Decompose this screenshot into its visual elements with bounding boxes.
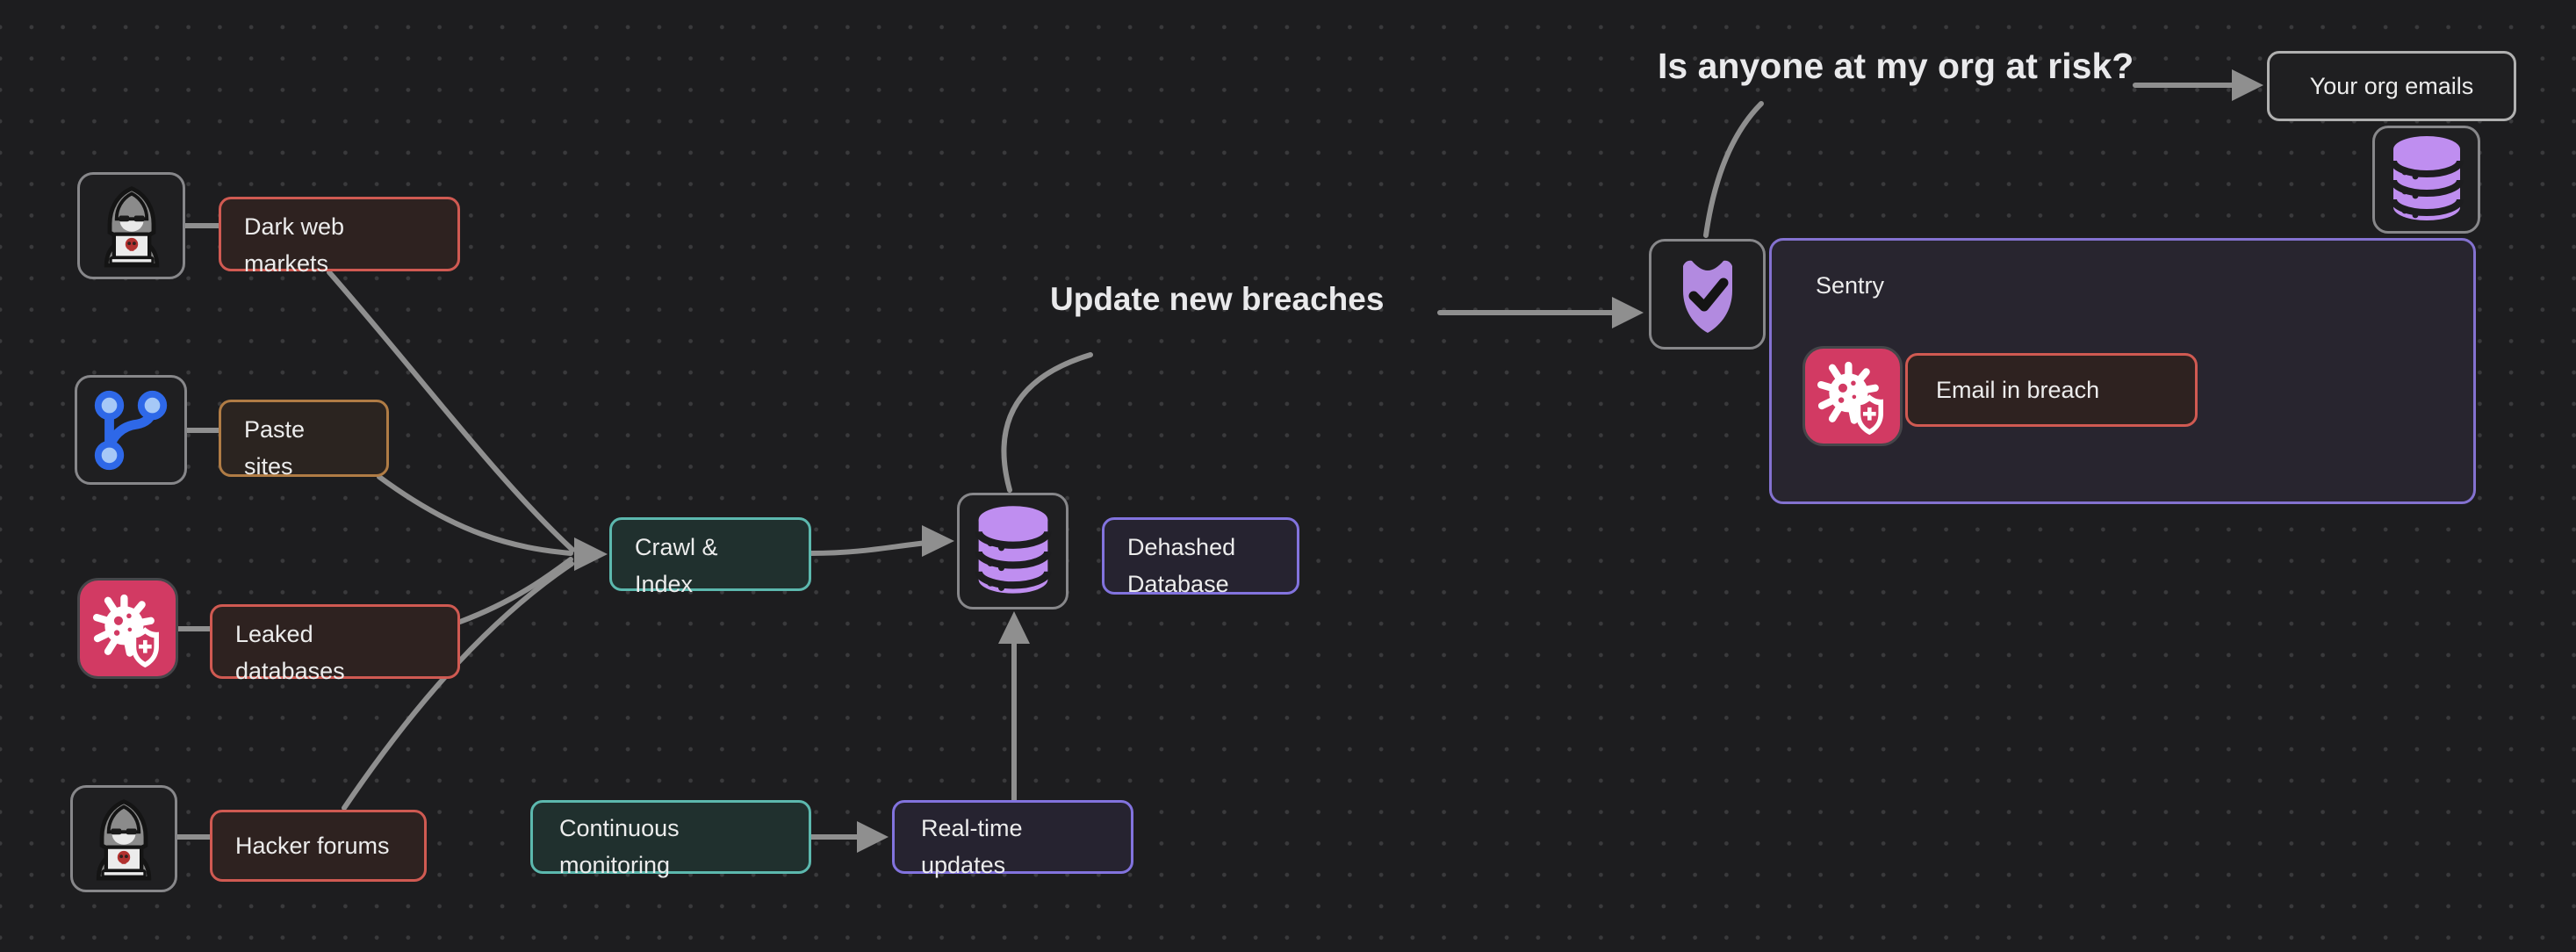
database-icon[interactable] <box>957 493 1069 609</box>
node-leaked-databases[interactable]: Leaked databases <box>210 604 460 684</box>
sentry-group-title: Sentry <box>1816 272 1885 299</box>
virus-shield-icon[interactable] <box>77 578 178 679</box>
virus-shield-icon-glyph <box>92 594 159 667</box>
arrowhead-into-database-bottom <box>998 611 1030 644</box>
annotation-update-new-breaches[interactable]: Update new breaches <box>1050 281 1385 317</box>
git-branch-icon[interactable] <box>75 375 187 485</box>
arrowhead-into-database-left <box>922 525 954 557</box>
hacker-icon[interactable] <box>70 785 177 892</box>
database-icon-glyph <box>975 505 1051 594</box>
arrowhead-into-shield <box>1612 297 1644 328</box>
annotation-org-risk-question[interactable]: Is anyone at my org at risk? <box>1658 46 2134 86</box>
node-paste-sites[interactable]: Paste sites <box>219 400 389 480</box>
arrowhead-into-realtime <box>857 821 889 853</box>
node-email-in-breach[interactable]: Email in breach <box>1905 353 2198 427</box>
connector-database-update-text[interactable] <box>1001 352 1093 493</box>
git-branch-icon-glyph <box>94 390 168 470</box>
connector-shield-risk-text[interactable] <box>1703 101 1764 238</box>
hacker-icon[interactable] <box>77 172 185 279</box>
node-crawl-index[interactable]: Crawl & Index <box>609 517 811 597</box>
hacker-icon-glyph <box>104 186 159 268</box>
node-real-time-updates[interactable]: Real-time updates <box>892 800 1133 878</box>
shield-check-icon-glyph <box>1682 260 1732 333</box>
connector-forums-crawl[interactable] <box>342 561 574 811</box>
connector-leaked-crawl[interactable] <box>457 557 573 624</box>
node-your-org-emails[interactable]: Your org emails <box>2267 51 2516 121</box>
node-continuous-monitoring[interactable]: Continuous monitoring <box>530 800 811 878</box>
node-dark-web-markets[interactable]: Dark web markets <box>219 197 460 277</box>
shield-check-icon[interactable] <box>1649 239 1766 350</box>
connector-crawl-database[interactable] <box>809 539 939 556</box>
arrowhead-into-crawl <box>574 537 608 571</box>
virus-shield-icon[interactable] <box>1802 346 1903 446</box>
database-icon[interactable] <box>2372 126 2480 234</box>
node-hacker-forums[interactable]: Hacker forums <box>210 810 427 882</box>
hacker-icon-glyph <box>96 799 152 881</box>
node-dehashed-database[interactable]: Dehashed Database <box>1102 517 1299 597</box>
arrowhead-into-org-emails <box>2232 69 2263 101</box>
database-icon-glyph <box>2389 135 2464 220</box>
virus-shield-icon-glyph <box>1817 361 1883 436</box>
connector-paste-crawl[interactable] <box>377 474 573 556</box>
